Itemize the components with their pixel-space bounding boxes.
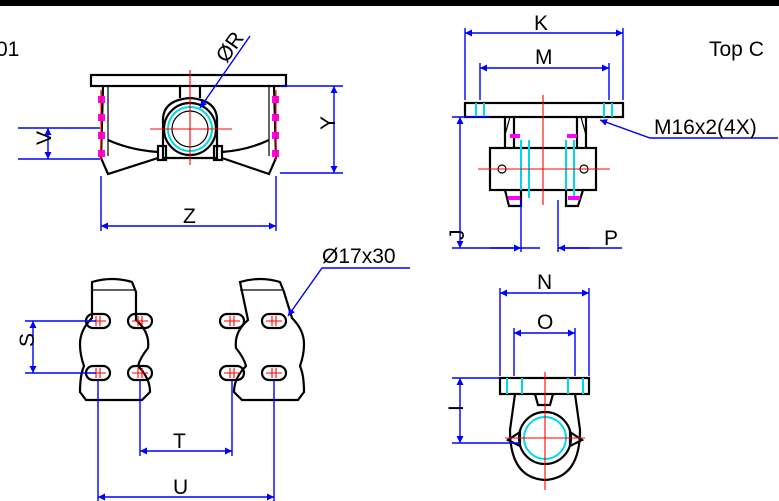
- front-view: ØR V Y Z: [18, 28, 343, 231]
- dim-O: O: [537, 311, 553, 334]
- dim-M: M: [535, 46, 553, 69]
- dim-R: ØR: [212, 28, 249, 67]
- dim-K: K: [534, 12, 548, 35]
- dim-S: S: [16, 333, 39, 347]
- dim-Y: Y: [317, 116, 340, 130]
- dim-J: J: [446, 230, 469, 241]
- view-title-fragment: Top C: [709, 38, 764, 61]
- dim-P: P: [604, 227, 618, 250]
- end-view: N O I: [445, 271, 591, 490]
- bottom-slots: [84, 312, 288, 382]
- bottom-view: Ø17x30 S T U: [16, 245, 410, 501]
- slot-callout: Ø17x30: [322, 245, 396, 268]
- thread-callout: M16x2(4X): [654, 116, 757, 139]
- front-fastener-marks: [98, 96, 279, 157]
- dim-T: T: [173, 430, 186, 453]
- dim-N: N: [537, 271, 552, 294]
- dim-V: V: [33, 131, 56, 145]
- dim-I: I: [445, 405, 468, 411]
- frame-top-border: [0, 0, 779, 6]
- drawing-code-fragment: 01: [0, 38, 19, 61]
- side-view: K M M16x2(4X) J P: [446, 12, 778, 252]
- dim-Z: Z: [183, 205, 196, 228]
- dim-U: U: [173, 476, 188, 499]
